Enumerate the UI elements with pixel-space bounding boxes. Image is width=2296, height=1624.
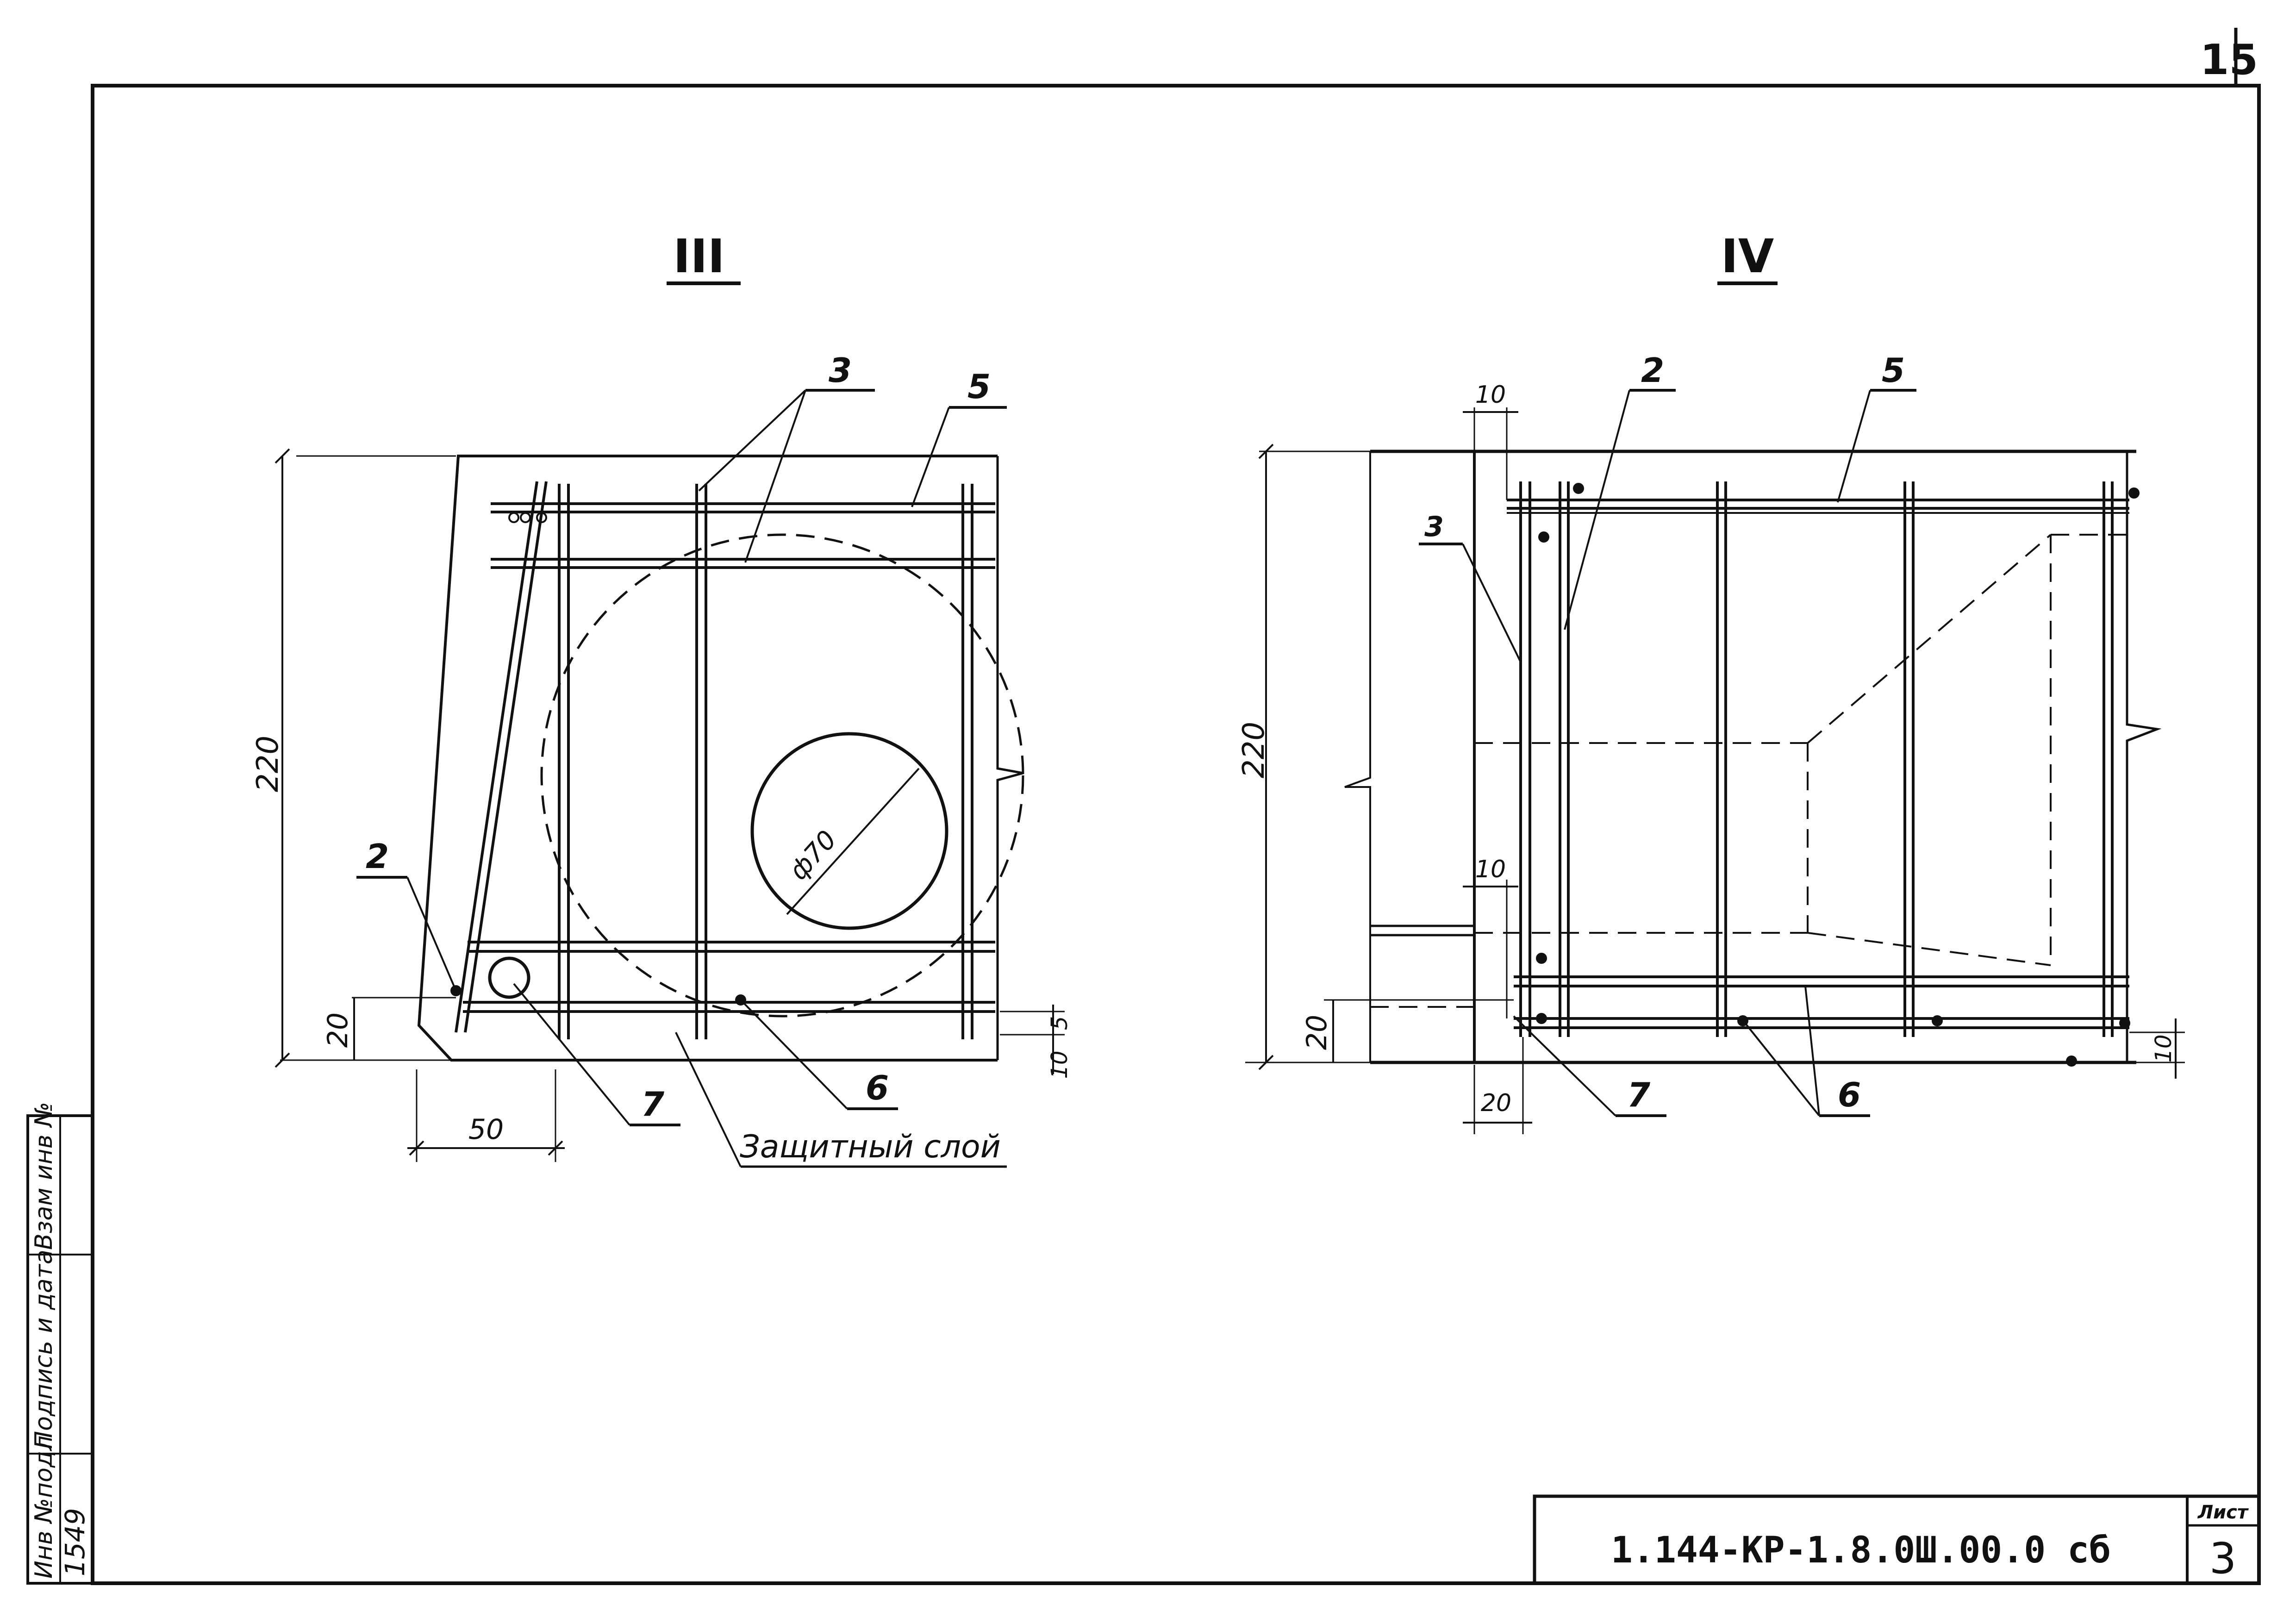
dim-bottom-20: 20 bbox=[1481, 1089, 1511, 1117]
view-III: III bbox=[251, 229, 1073, 1168]
label-3-left: 3 bbox=[829, 351, 852, 390]
inv-number-value: 1549 bbox=[59, 1508, 91, 1576]
sheet-number: 3 bbox=[2209, 1534, 2237, 1583]
label-2-right: 2 bbox=[1641, 351, 1664, 390]
rebar-verticals bbox=[558, 484, 973, 1039]
view-IV: IV bbox=[1237, 229, 2185, 1134]
side-stamp: Инв №подл Подпись и дата Взам инв № 1549 bbox=[26, 1102, 94, 1585]
sheet-label: Лист bbox=[2197, 1502, 2249, 1523]
dim-50: 50 bbox=[468, 1113, 504, 1146]
diameter-label: ф70 bbox=[783, 825, 842, 886]
replaced-inv-label: Взам инв № bbox=[30, 1102, 58, 1250]
rebar-verticals-IV bbox=[1519, 481, 2114, 1037]
sheet-corner-number: 15 bbox=[2200, 36, 2258, 84]
dim-20-right: 20 bbox=[1301, 1015, 1333, 1050]
label-5-right: 5 bbox=[1882, 351, 1905, 390]
label-6-left: 6 bbox=[866, 1068, 889, 1107]
label-5-left: 5 bbox=[967, 367, 991, 406]
label-7-left: 7 bbox=[641, 1085, 664, 1124]
dim-20-left: 20 bbox=[322, 1012, 354, 1048]
sheet-frame: 15 bbox=[91, 28, 2261, 1585]
view-title-IV: IV bbox=[1721, 229, 1774, 283]
rebar-horizontals bbox=[463, 502, 995, 1013]
dashed-opening bbox=[540, 533, 1024, 1018]
title-block: 1.144-КР-1.8.0Ш.00.0 сб Лист 3 bbox=[1533, 1494, 2261, 1585]
label-6-right: 6 bbox=[1838, 1075, 1861, 1114]
protective-layer-label: Защитный слой bbox=[740, 1129, 1001, 1165]
dim-220-left: 220 bbox=[251, 736, 285, 792]
dim-top-10: 10 bbox=[1475, 381, 1506, 409]
inv-number-label: Инв №подл bbox=[30, 1436, 58, 1579]
dim-right-10: 10 bbox=[2151, 1034, 2177, 1062]
dim-mid-10: 10 bbox=[1475, 856, 1506, 883]
signature-date-label: Подпись и дата bbox=[30, 1249, 58, 1449]
dashed-duct-IV bbox=[1370, 534, 2127, 1008]
label-3-right: 3 bbox=[1424, 511, 1444, 543]
dim-10-left: 10 bbox=[1047, 1050, 1073, 1079]
duct-circle bbox=[750, 732, 948, 930]
view-title-III: III bbox=[673, 229, 725, 283]
label-7-right: 7 bbox=[1627, 1075, 1650, 1114]
document-code: 1.144-КР-1.8.0Ш.00.0 сб bbox=[1611, 1530, 2111, 1571]
dim-5-left: 5 bbox=[1047, 1016, 1073, 1031]
dim-220-right: 220 bbox=[1237, 722, 1271, 778]
label-2-left: 2 bbox=[366, 837, 389, 876]
rebar-horizontals-IV bbox=[1507, 499, 2129, 1029]
